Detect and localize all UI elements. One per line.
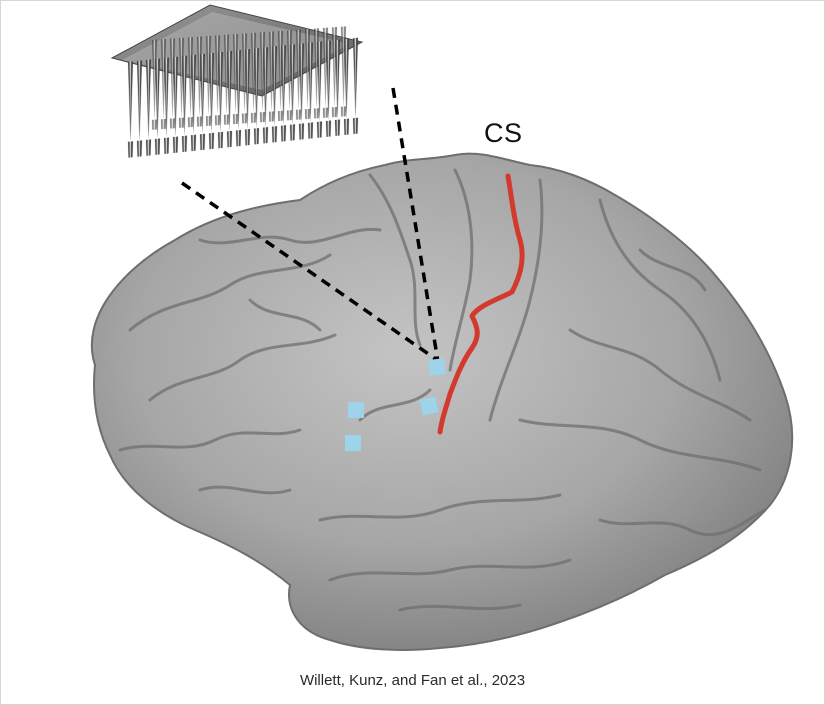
array-marker <box>345 435 361 451</box>
brain-surface <box>90 152 794 651</box>
pointer-lines <box>181 87 441 364</box>
utah-array-icon <box>110 4 364 158</box>
central-sulcus-label: CS <box>484 118 523 148</box>
array-marker <box>427 357 447 377</box>
electrode-array-markers <box>345 357 447 451</box>
array-marker <box>348 402 364 418</box>
array-marker <box>419 396 439 416</box>
central-sulcus-line <box>437 173 525 435</box>
citation-caption: Willett, Kunz, and Fan et al., 2023 <box>299 672 526 689</box>
